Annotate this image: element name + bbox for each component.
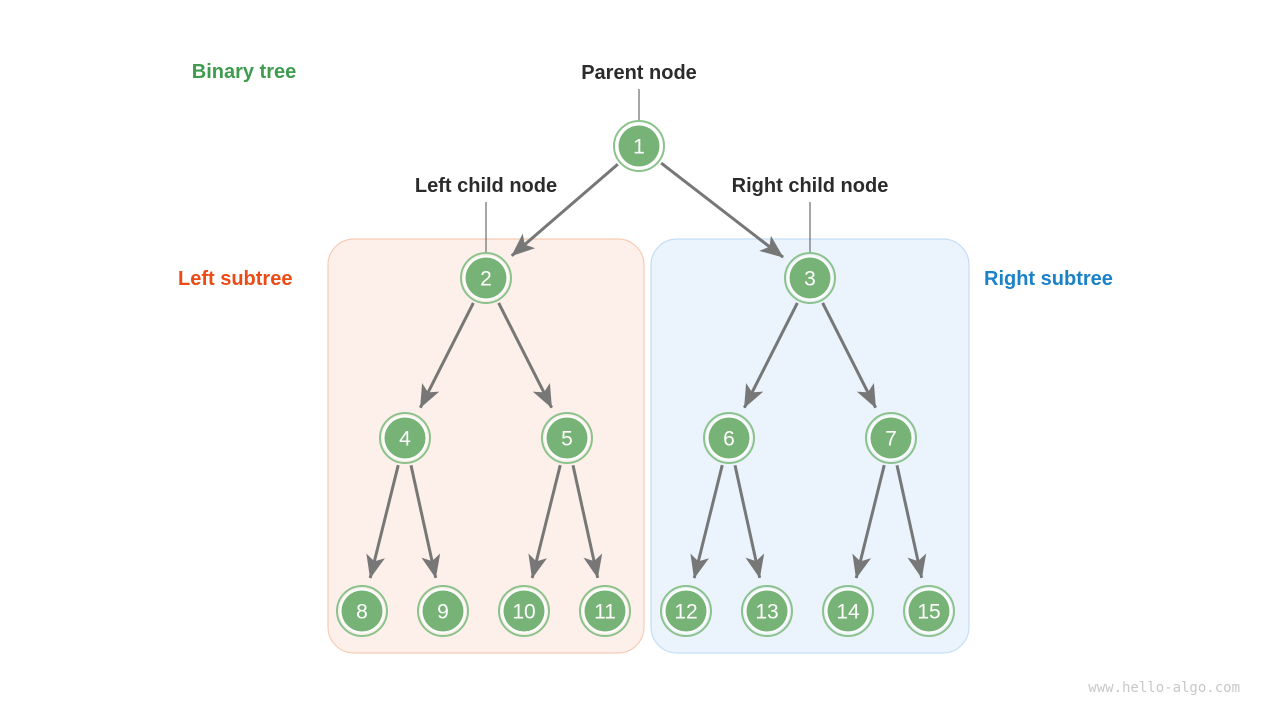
edge-n5-to-n11 xyxy=(571,465,603,579)
tree-node-value: 13 xyxy=(755,601,778,624)
tree-node-value: 7 xyxy=(885,428,897,451)
watermark: www.hello-algo.com xyxy=(1088,680,1240,696)
edge-n4-to-n9 xyxy=(409,465,441,579)
tree-node-value: 2 xyxy=(480,268,492,291)
tree-edges xyxy=(366,161,927,579)
tree-node-4[interactable]: 4 xyxy=(379,412,431,464)
tree-node-14[interactable]: 14 xyxy=(822,585,874,637)
tree-node-value: 5 xyxy=(561,428,573,451)
tree-node-10[interactable]: 10 xyxy=(498,585,550,637)
tree-node-value: 12 xyxy=(674,601,697,624)
tree-node-3[interactable]: 3 xyxy=(784,252,836,304)
tree-node-value: 3 xyxy=(804,268,816,291)
page-title: Binary tree xyxy=(192,61,297,83)
tree-node-13[interactable]: 13 xyxy=(741,585,793,637)
callout-label-parent-node: Parent node xyxy=(581,62,697,84)
edge-n2-to-n4 xyxy=(419,302,475,409)
tree-node-1[interactable]: 1 xyxy=(613,120,665,172)
edge-n3-to-n6 xyxy=(743,302,799,409)
callout-label-left-child-node: Left child node xyxy=(415,175,557,197)
edge-n7-to-n15 xyxy=(895,465,927,579)
tree-node-value: 14 xyxy=(836,601,860,624)
tree-node-6[interactable]: 6 xyxy=(703,412,755,464)
tree-node-value: 8 xyxy=(356,601,368,624)
edge-n5-to-n10 xyxy=(528,464,562,579)
tree-node-value: 11 xyxy=(594,601,616,624)
tree-node-value: 1 xyxy=(633,136,645,159)
tree-node-value: 15 xyxy=(917,601,940,624)
tree-node-2[interactable]: 2 xyxy=(460,252,512,304)
region-label-right-subtree: Right subtree xyxy=(984,268,1113,290)
tree-node-value: 9 xyxy=(437,601,449,624)
callout-label-right-child-node: Right child node xyxy=(732,175,889,197)
edge-n1-to-n3 xyxy=(660,161,785,259)
tree-node-15[interactable]: 15 xyxy=(903,585,955,637)
edge-n6-to-n13 xyxy=(733,465,765,579)
tree-node-8[interactable]: 8 xyxy=(336,585,388,637)
subtree-regions: Left subtree Right subtree xyxy=(178,238,1113,654)
tree-node-7[interactable]: 7 xyxy=(865,412,917,464)
region-label-left-subtree: Left subtree xyxy=(178,268,292,290)
edge-n6-to-n12 xyxy=(690,464,724,579)
edge-n3-to-n7 xyxy=(821,302,877,409)
tree-node-5[interactable]: 5 xyxy=(541,412,593,464)
tree-node-12[interactable]: 12 xyxy=(660,585,712,637)
tree-node-9[interactable]: 9 xyxy=(417,585,469,637)
edge-n2-to-n5 xyxy=(497,302,553,409)
tree-node-value: 4 xyxy=(399,428,411,451)
tree-node-value: 10 xyxy=(512,601,535,624)
tree-node-11[interactable]: 11 xyxy=(579,585,631,637)
edge-n1-to-n2 xyxy=(510,163,619,257)
edge-n4-to-n8 xyxy=(366,464,400,579)
tree-node-value: 6 xyxy=(723,428,735,451)
edge-n7-to-n14 xyxy=(852,464,886,579)
